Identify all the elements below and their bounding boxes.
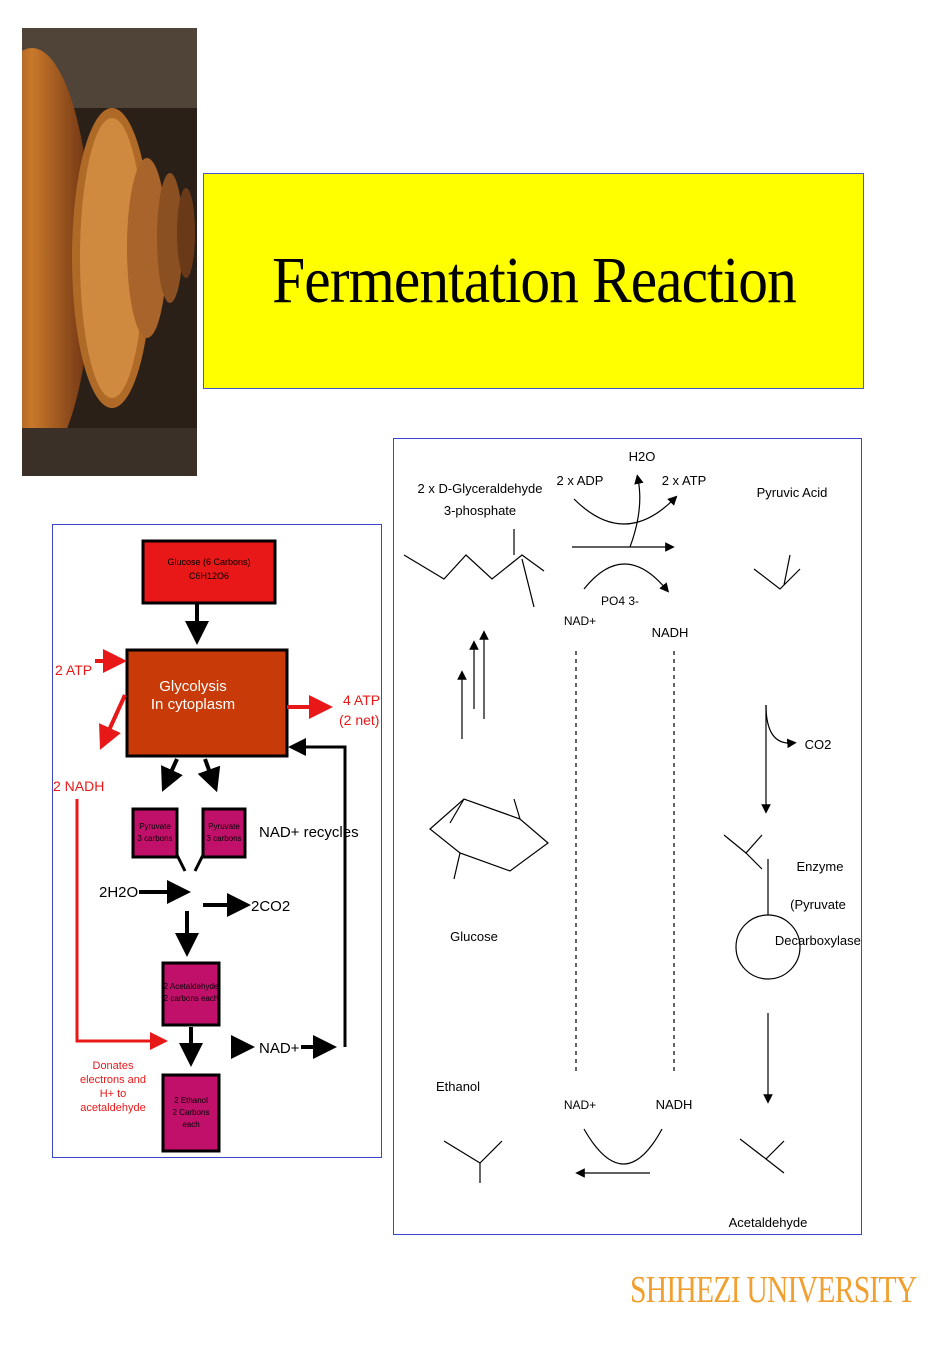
atp-label: 2 x ATP <box>662 473 707 488</box>
donates-line3: H+ to <box>100 1088 127 1100</box>
co2-label: CO2 <box>805 737 832 752</box>
ethanol-box <box>161 1073 221 1153</box>
acetaldehyde-label: 2 Acetaldehyde <box>164 982 219 991</box>
water-label: 2H2O <box>99 884 138 901</box>
glycolysis-label: Glycolysis <box>159 678 227 695</box>
glycolysis-location: In cytoplasm <box>151 696 235 713</box>
pyruvate-box-b <box>201 807 247 859</box>
nadh-bottom-label: NADH <box>656 1097 693 1112</box>
g3p-label: 2 x D-Glyceraldehyde <box>418 481 543 496</box>
nad-plus-top-label: NAD+ <box>564 614 596 628</box>
wine-barrels-photo <box>22 28 197 476</box>
atp-in-label: 2 ATP <box>55 662 92 678</box>
pyruvate-a-carbons: 3 carbons <box>137 834 172 843</box>
enzyme-label: Enzyme <box>797 859 844 874</box>
enzyme-name-label-2: Decarboxylase) <box>775 933 862 948</box>
ethanol-label: Ethanol <box>436 1079 480 1094</box>
atp-out-label: 4 ATP <box>343 692 380 708</box>
title-banner: Fermentation Reaction <box>203 173 864 389</box>
nadh-label: 2 NADH <box>53 778 104 794</box>
glucose-label: Glucose (6 Carbons) <box>167 557 250 567</box>
g3p-label-2: 3-phosphate <box>444 503 516 518</box>
co2-label: 2CO2 <box>251 898 290 915</box>
nad-plus-bottom-label: NAD+ <box>564 1098 596 1112</box>
fermentation-flowchart: Glucose (6 Carbons) C6H12O6 Glycolysis I… <box>52 524 382 1158</box>
donates-line1: Donates <box>93 1060 134 1072</box>
pyruvate-box-a <box>131 807 179 859</box>
pyruvate-b-carbons: 3 carbons <box>206 834 241 843</box>
adp-label: 2 x ADP <box>557 473 604 488</box>
acetaldehyde-label: Acetaldehyde <box>729 1215 808 1230</box>
glucose-label: Glucose <box>450 929 498 944</box>
acetaldehyde-box <box>161 961 221 1027</box>
glycolysis-box <box>125 648 289 758</box>
pyruvic-acid-label: Pyruvic Acid <box>757 485 828 500</box>
nad-plus-label: NAD+ <box>259 1040 300 1057</box>
page-title: Fermentation Reaction <box>271 244 797 317</box>
fermentation-reaction-scheme: 2 x D-Glyceraldehyde 3-phosphate 2 x ADP… <box>393 438 862 1235</box>
donates-line4: acetaldehyde <box>80 1102 145 1114</box>
university-footer: SHIHEZI UNIVERSITY <box>630 1269 917 1311</box>
ethanol-label: 2 Ethanol <box>174 1096 208 1105</box>
acetaldehyde-carbons: 2 carbons each <box>164 994 219 1003</box>
atp-net-label: (2 net) <box>339 712 379 728</box>
enzyme-name-label: (Pyruvate <box>790 897 846 912</box>
nad-recycles-label: NAD+ recycles <box>259 824 359 841</box>
nadh-top-label: NADH <box>652 625 689 640</box>
glucose-formula: C6H12O6 <box>189 571 229 581</box>
ethanol-carbons: 2 Carbons <box>173 1108 210 1117</box>
ethanol-each: each <box>182 1120 199 1129</box>
phosphate-label: PO4 3- <box>601 594 639 608</box>
glucose-box <box>141 539 277 605</box>
pyruvate-a-label: Pyruvate <box>139 822 171 831</box>
pyruvate-b-label: Pyruvate <box>208 822 240 831</box>
water-label: H2O <box>629 449 656 464</box>
donates-line2: electrons and <box>80 1074 146 1086</box>
